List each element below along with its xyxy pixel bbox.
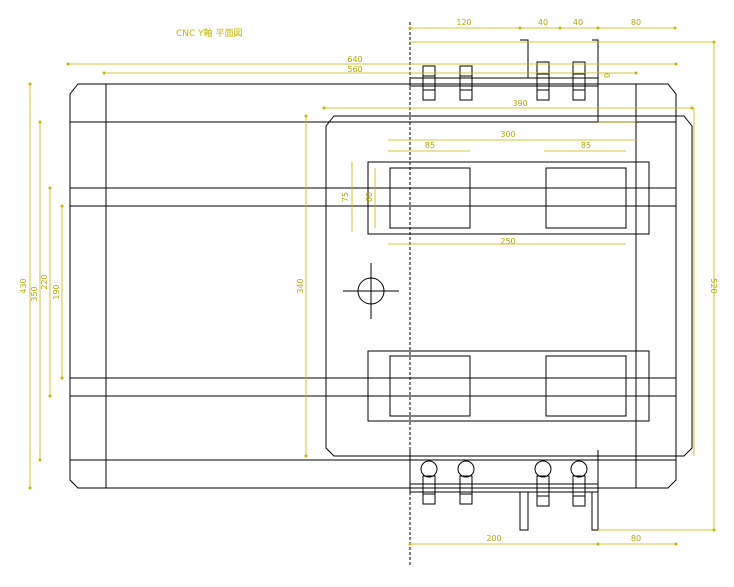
bottom-bracket-tabs xyxy=(519,492,598,531)
dim-height-60: 60 xyxy=(365,192,374,202)
dim-width-85a: 85 xyxy=(425,141,435,150)
dim-height-430: 430 xyxy=(19,278,28,293)
dim-width-300: 300 xyxy=(500,130,515,139)
dimension-ticks xyxy=(28,26,716,546)
dim-height-190: 190 xyxy=(52,284,61,299)
dim-top-120: 120 xyxy=(456,18,471,27)
dim-bottom-80: 80 xyxy=(631,534,641,543)
dim-width-250: 250 xyxy=(500,237,515,246)
bearing-housing-top xyxy=(367,161,650,235)
dim-height-340: 340 xyxy=(296,278,305,293)
dimension-lines xyxy=(29,27,715,545)
dim-top-40b: 40 xyxy=(573,18,583,27)
top-bracket-tabs xyxy=(520,39,599,78)
dim-width-560: 560 xyxy=(347,65,362,74)
dim-height-75: 75 xyxy=(341,192,350,202)
dim-width-390: 390 xyxy=(512,99,527,108)
bearing-block-top-left xyxy=(389,167,471,229)
dim-zero: 0 xyxy=(603,73,612,78)
bearing-block-top-right xyxy=(545,167,627,229)
bearing-block-bottom-left xyxy=(389,355,471,417)
bearing-housing-bottom xyxy=(367,350,650,422)
base-plate xyxy=(69,83,677,489)
dim-height-350: 350 xyxy=(30,286,39,301)
dim-width-85b: 85 xyxy=(581,141,591,150)
dim-top-80: 80 xyxy=(631,18,641,27)
drawing-title: CNC Y軸 平面図 xyxy=(176,29,243,39)
top-bracket-bar xyxy=(409,77,599,87)
dim-height-220: 220 xyxy=(40,274,49,289)
table-plate xyxy=(325,115,693,457)
bottom-bolts xyxy=(420,460,588,507)
dim-bottom-200: 200 xyxy=(486,534,501,543)
top-bolts xyxy=(422,61,586,101)
dim-height-520: 520 xyxy=(709,278,718,293)
bearing-block-bottom-right xyxy=(545,355,627,417)
dim-width-640: 640 xyxy=(347,55,362,64)
dim-top-40a: 40 xyxy=(538,18,548,27)
